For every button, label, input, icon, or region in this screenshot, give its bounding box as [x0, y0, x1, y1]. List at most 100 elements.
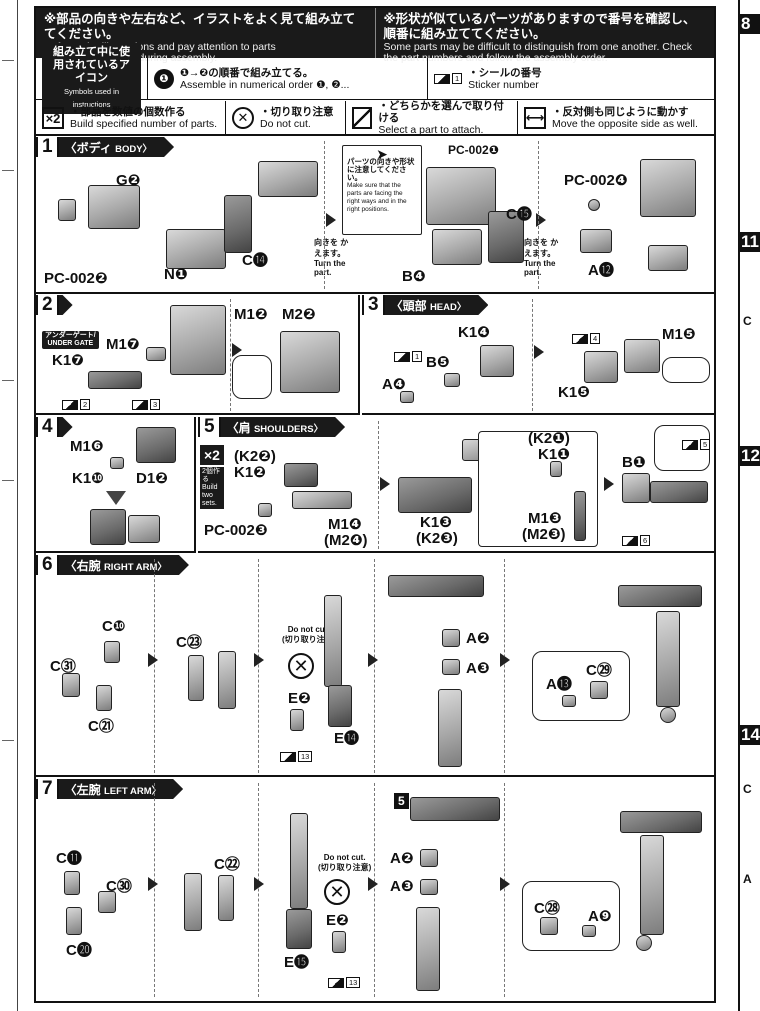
next-arrow: [500, 877, 510, 891]
legend-sticker: 1 ・シールの番号 Sticker number: [428, 58, 714, 99]
step-6-title-en: RIGHT ARM〉: [103, 561, 167, 573]
step-7-number: 7: [36, 777, 59, 801]
instruction-page: ※部品の向きや左右など、イラストをよく見て組み立ててください。 Refer to…: [34, 6, 716, 1003]
legend-order-jp: ❶→❷の順番で組み立てる。: [180, 66, 314, 79]
part-body-top: [258, 161, 318, 197]
legend-order: ❶ ❶→❷の順番で組み立てる。 Assemble in numerical or…: [148, 58, 428, 99]
legend-sticker-jp: ・シールの番号: [468, 66, 542, 79]
part-a13: [562, 695, 576, 707]
part-c30: [98, 891, 116, 913]
label-c29: C㉙: [586, 662, 612, 679]
part-body-assembly: [426, 167, 496, 225]
sticker-1-number: 1: [412, 351, 423, 362]
sticker-6-number: 6: [640, 535, 651, 546]
symbol-legend: 組み立て中に使用されているアイコン Symbols used in instru…: [36, 43, 714, 136]
part-body-front: [170, 305, 226, 375]
label-d1-2: D1❷: [136, 470, 168, 487]
build-two-note-jp: 2個作る: [202, 468, 220, 483]
sticker-tri-icon: [132, 399, 148, 410]
label-c11: C⓫: [56, 850, 82, 867]
part-n1: [166, 229, 226, 269]
x2-icon: ×2: [42, 107, 64, 129]
turn-note-1-jp: 向きを かえます。: [314, 238, 349, 258]
part-a3: [442, 659, 460, 675]
step-3-header: 3 〈頭部 HEAD〉: [362, 295, 488, 315]
sticker-tri-icon: [572, 333, 588, 344]
step-3-head: 3 〈頭部 HEAD〉 K1❹ B❺ A❹ 1 4 M1❺ K1❺: [362, 295, 714, 415]
step-7-title-jp: 〈左腕: [64, 782, 101, 797]
legend-opposite-text: ・反対側も同じように動かす Move the opposite side as …: [552, 106, 698, 130]
part-shoulder-joint: [284, 463, 318, 487]
label-c14: C⓮: [242, 252, 268, 269]
legend-select: ・どちらかを選んで取り付ける Select a part to attach.: [346, 100, 518, 136]
no-cut-note-en: Do not cut.: [287, 625, 330, 634]
part-arm-shoulder-final: [620, 811, 702, 833]
order-circle-icon: ❶: [154, 68, 174, 89]
no-cut-icon: ✕: [232, 107, 254, 129]
under-gate-en: UNDER GATE: [47, 340, 94, 347]
next-arrow: [254, 877, 264, 891]
part-c28: [540, 917, 558, 935]
label-pc002-3: PC-002❸: [204, 522, 268, 539]
part-head-assembled: [128, 515, 160, 543]
part-a3: [420, 879, 438, 895]
similar-parts-note-en: Some parts may be difficult to distingui…: [383, 41, 693, 64]
sticker-2-number: 2: [80, 399, 91, 410]
label-k1-5: K1❺: [558, 384, 590, 401]
sticker-13-number: 13: [298, 751, 313, 762]
label-m2-2: M2❷: [282, 306, 316, 323]
legend-nocut-jp: ・切り取り注意: [260, 106, 334, 118]
legend-opposite-en: Move the opposite side as well.: [552, 118, 698, 130]
sticker-13-number: 13: [346, 977, 361, 988]
turn-note-1: 向きを かえます。Turn the part.: [314, 237, 354, 277]
mirror-move-icon: ⟷: [524, 107, 546, 129]
label-n1: N❶: [164, 266, 188, 283]
label-m2-4: (M2❹): [324, 532, 368, 549]
legend-opposite: ⟷ ・反対側も同じように動かす Move the opposite side a…: [518, 101, 714, 135]
legend-nocut-text: ・切り取り注意 Do not cut.: [260, 106, 334, 130]
part-a2: [420, 849, 438, 867]
part-label-c: C: [743, 782, 752, 796]
part-c23: [188, 655, 204, 701]
step-3-number: 3: [362, 293, 385, 317]
no-cut-note: Do not cut.(切り取り注意): [282, 625, 335, 645]
turn-note-2: 向きを かえます。Turn the part.: [524, 237, 564, 277]
part-hand-final: [636, 935, 652, 951]
label-m1-7: M1❼: [106, 336, 140, 353]
part-c29: [590, 681, 608, 699]
part-d1-2: [136, 427, 176, 463]
part-label-a: A: [743, 872, 752, 886]
legend-title-jp: 組み立て中に使用されているアイコン: [53, 46, 130, 84]
edge-tick: [2, 170, 14, 171]
turn-note-2-en: Turn the part.: [524, 259, 556, 277]
legend-title: 組み立て中に使用されているアイコン Symbols used in instru…: [42, 43, 141, 114]
label-pc002-4: PC-002❹: [564, 172, 628, 189]
sticker-2: 2: [62, 399, 91, 410]
label-c22: C㉒: [214, 856, 240, 873]
part-c20: [66, 907, 82, 935]
no-cut-note-en: Do not cut.: [323, 853, 366, 862]
part-k1-1: [550, 461, 562, 477]
label-e2: E❷: [326, 912, 349, 929]
sticker-1: 1: [394, 351, 423, 362]
part-arm-upper-left: [184, 873, 202, 931]
sticker-4-number: 4: [590, 333, 601, 344]
left-page-edge: [0, 0, 18, 1011]
legend-build-jp: ・部品を数値の個数作る: [70, 106, 186, 118]
part-body-complete: [640, 159, 696, 217]
part-head-right: [624, 339, 660, 373]
step-7-title-en: LEFT ARM〉: [103, 785, 162, 797]
hand-detail-callout: [532, 651, 630, 721]
orientation-warning-box: ➤ パーツの向きや形状に注意してください。 Make sure that the…: [342, 145, 422, 235]
sticker-6: 6: [622, 535, 651, 546]
legend-order-en: Assemble in numerical order ❶, ❷...: [180, 78, 350, 91]
step-5-header: 5 〈肩 SHOULDERS〉: [198, 417, 345, 437]
part-b4: [432, 229, 482, 265]
part-hand-final: [660, 707, 676, 723]
label-m1-5: M1❺: [662, 326, 696, 343]
part-arm-assembled: [438, 689, 462, 767]
label-c10: C❿: [102, 618, 126, 635]
label-c28: C㉘: [534, 900, 560, 917]
